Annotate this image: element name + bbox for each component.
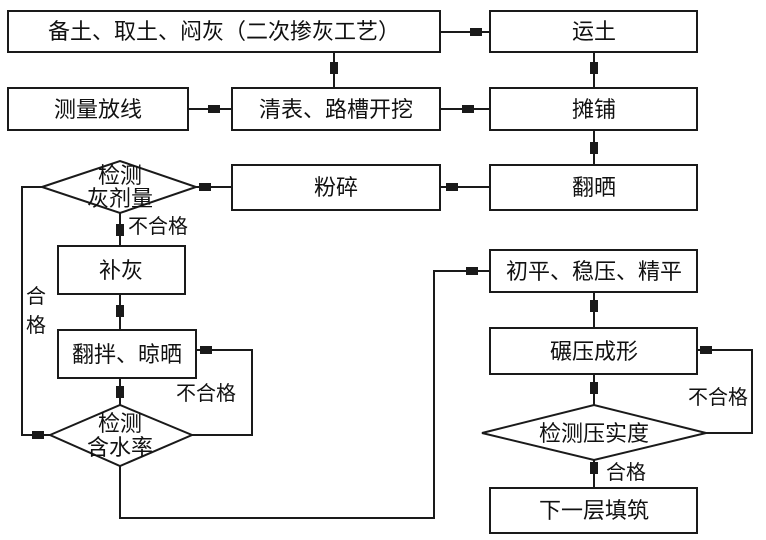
node-check-moist-label-1: 检测 bbox=[98, 412, 142, 437]
node-mix-dry bbox=[57, 329, 197, 379]
node-check-moist-label-2: 含水率 bbox=[87, 436, 153, 461]
node-clear-trench bbox=[231, 87, 441, 131]
node-spread bbox=[489, 87, 698, 131]
node-crush bbox=[231, 164, 441, 211]
arrowhead bbox=[590, 142, 598, 154]
node-prepare-soil-label: 备土、取土、闷灰（二次掺灰工艺） bbox=[48, 20, 400, 45]
arrowhead bbox=[200, 346, 212, 354]
node-turn-dry-label: 翻晒 bbox=[572, 176, 616, 201]
node-crush-label: 粉碎 bbox=[314, 176, 358, 201]
node-add-lime-label: 补灰 bbox=[99, 259, 143, 284]
node-transport-soil-label: 运土 bbox=[572, 20, 616, 45]
label-check-density-pass: 合格 bbox=[606, 460, 646, 484]
arrowhead bbox=[590, 62, 598, 74]
arrowhead bbox=[590, 382, 598, 394]
node-check-lime-label-2: 灰剂量 bbox=[87, 187, 153, 212]
arrowhead bbox=[116, 305, 124, 317]
arrowhead bbox=[466, 267, 478, 275]
edge-density-fail-to-roll bbox=[698, 349, 753, 434]
node-turn-dry bbox=[489, 164, 698, 211]
arrowhead bbox=[116, 224, 124, 236]
node-check-lime-label-1: 检测 bbox=[98, 164, 142, 189]
edge-checklime-pass-to-checkmoist bbox=[21, 186, 50, 436]
arrowhead bbox=[446, 183, 458, 191]
label-check-lime-fail: 不合格 bbox=[128, 214, 188, 238]
arrowhead bbox=[590, 462, 598, 474]
node-spread-label: 摊铺 bbox=[572, 98, 616, 123]
node-prepare-soil bbox=[7, 10, 441, 53]
arrowhead bbox=[462, 105, 474, 113]
node-survey bbox=[7, 87, 189, 131]
label-check-lime-pass-2: 格 bbox=[26, 313, 46, 337]
node-check-lime bbox=[38, 159, 200, 215]
node-roll-form bbox=[489, 327, 698, 375]
arrowhead bbox=[199, 183, 211, 191]
node-mix-dry-label: 翻拌、晾晒 bbox=[72, 343, 182, 368]
arrowhead bbox=[590, 300, 598, 312]
arrowhead bbox=[116, 386, 124, 398]
node-check-density-label: 检测压实度 bbox=[539, 422, 649, 447]
arrowhead bbox=[700, 346, 712, 354]
node-transport-soil bbox=[489, 10, 698, 53]
node-add-lime bbox=[57, 245, 186, 295]
node-next-layer bbox=[489, 487, 698, 534]
arrowhead bbox=[330, 62, 338, 74]
label-check-moist-fail: 不合格 bbox=[176, 381, 236, 405]
arrowhead bbox=[32, 431, 44, 439]
node-clear-trench-label: 清表、路槽开挖 bbox=[259, 98, 413, 123]
arrowhead bbox=[208, 105, 220, 113]
label-check-lime-pass-1: 合 bbox=[26, 284, 46, 308]
node-check-moist bbox=[47, 403, 195, 468]
arrowhead bbox=[470, 28, 482, 36]
node-check-density bbox=[481, 403, 707, 462]
node-level-press bbox=[489, 249, 698, 293]
edge-checkmoist-pass-to-level bbox=[119, 270, 490, 519]
node-next-layer-label: 下一层填筑 bbox=[539, 499, 649, 524]
node-survey-label: 测量放线 bbox=[54, 98, 142, 123]
edge-checkmoist-fail-to-mix bbox=[192, 349, 253, 436]
node-level-press-label: 初平、稳压、精平 bbox=[506, 260, 682, 285]
label-check-density-fail: 不合格 bbox=[688, 385, 748, 409]
node-roll-form-label: 碾压成形 bbox=[550, 340, 638, 365]
